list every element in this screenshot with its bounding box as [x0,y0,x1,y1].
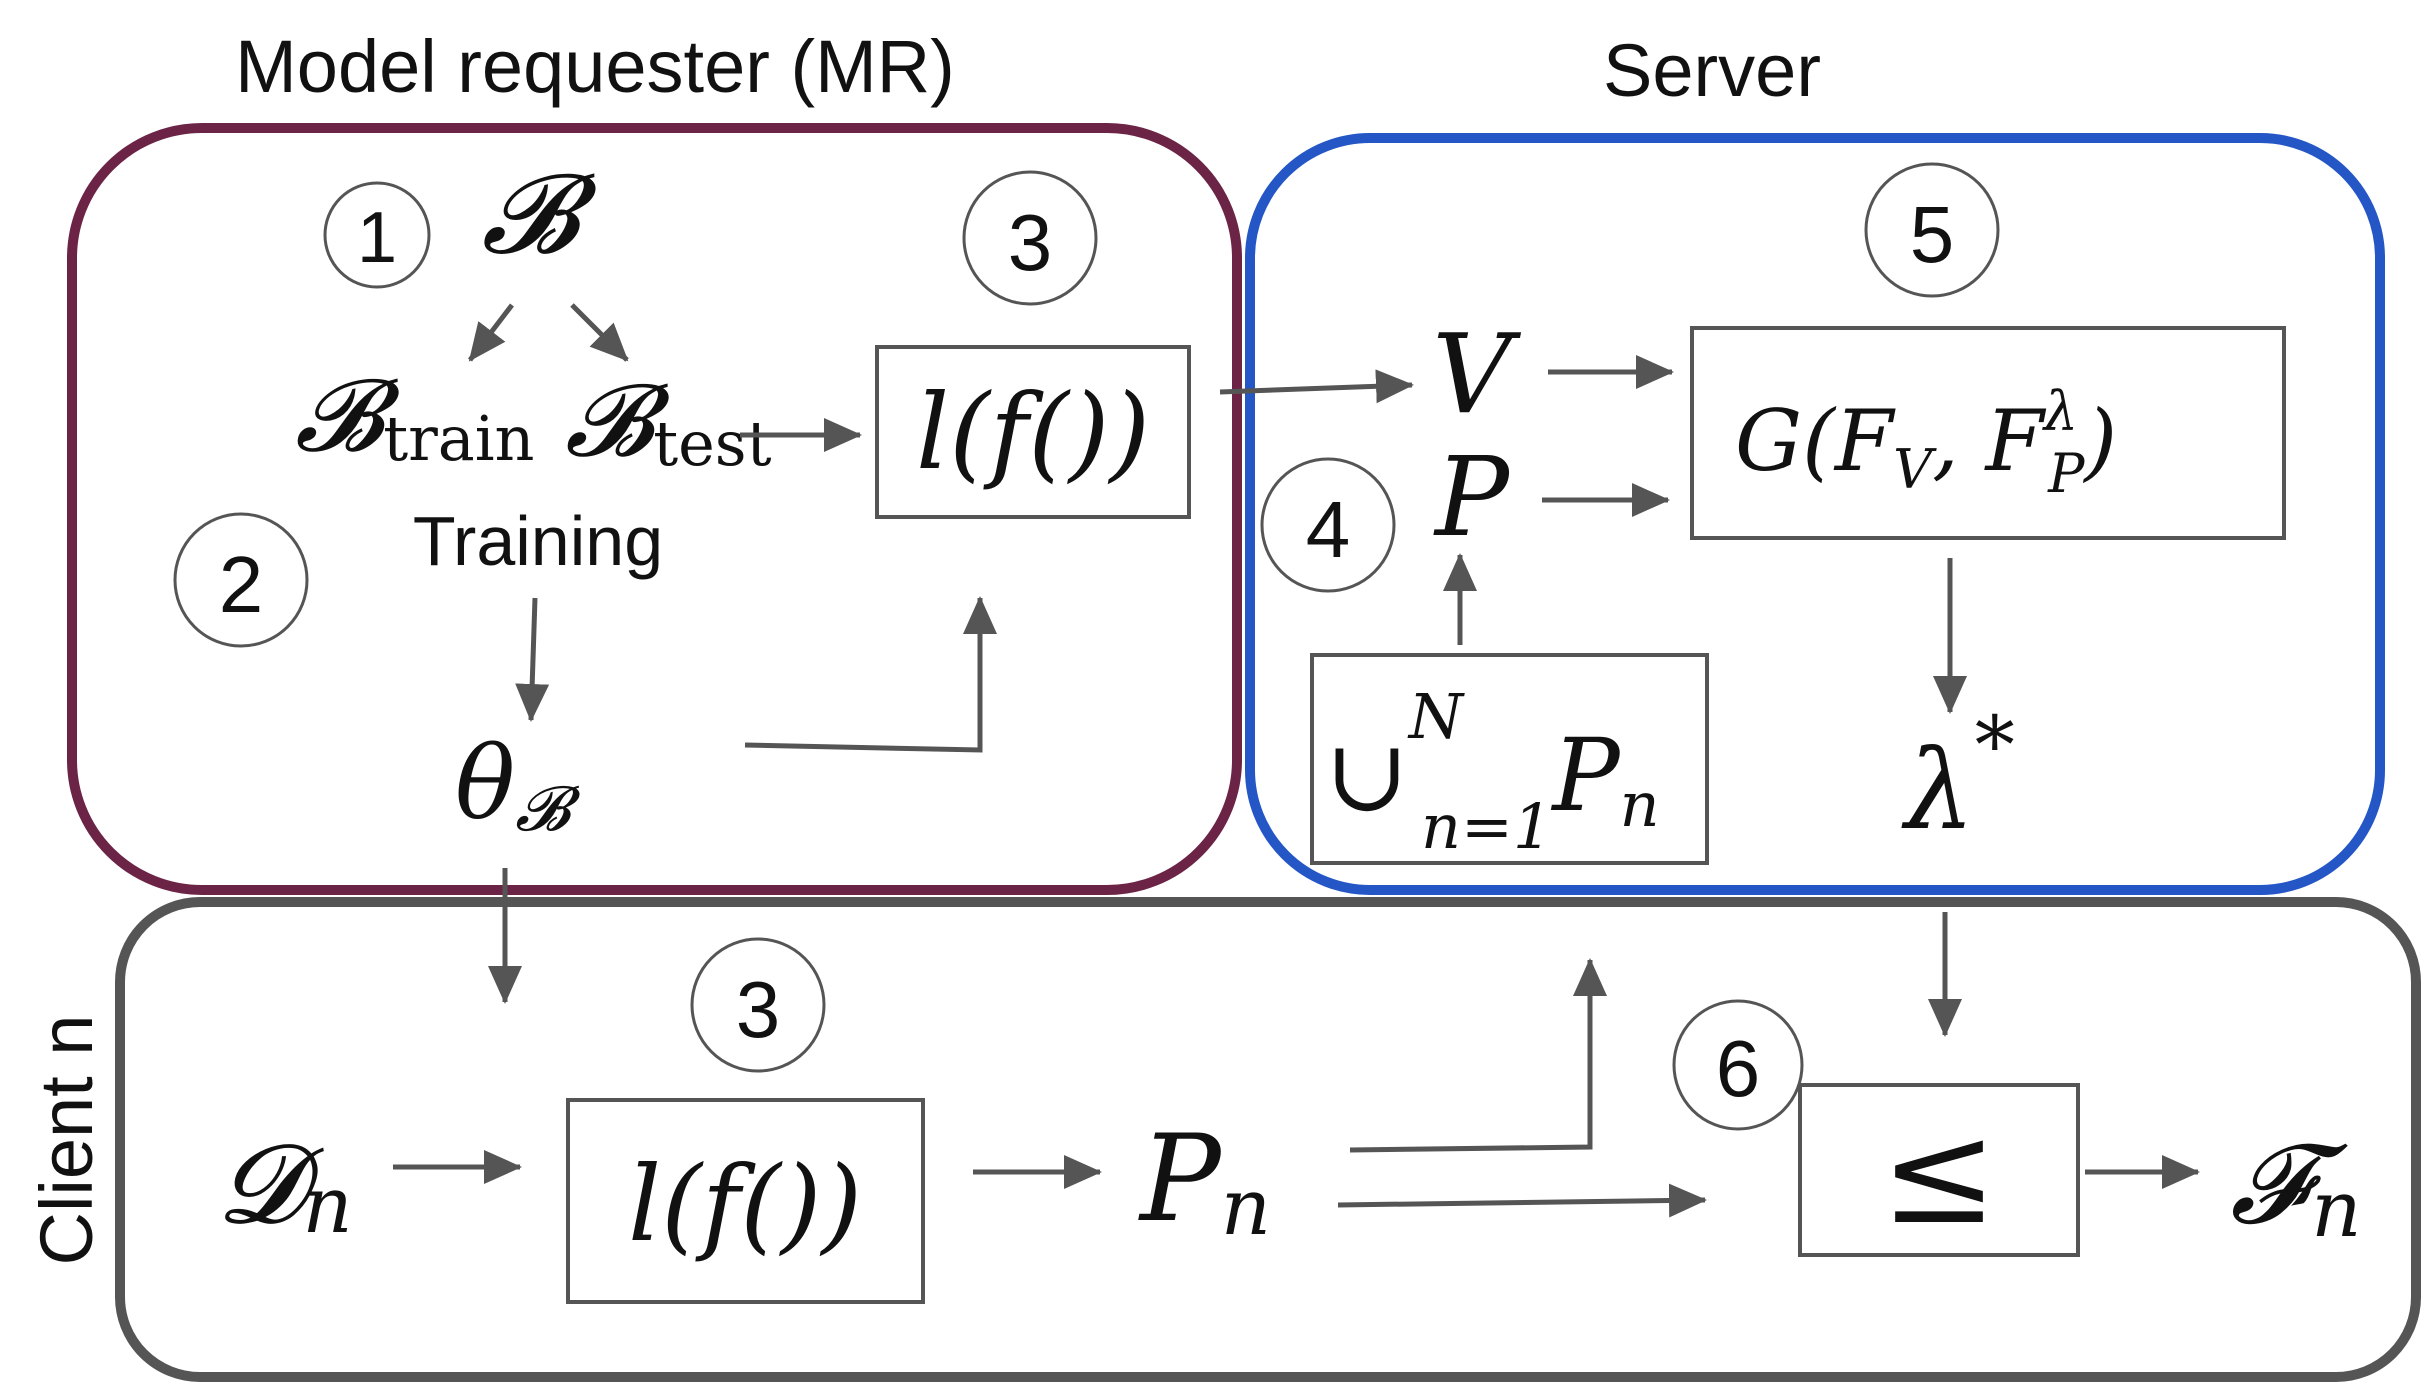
server-P: P [1433,433,1511,561]
arrow-Pn-to-server [1349,958,1607,1153]
arrow-loss-to-V [1219,369,1414,404]
svg-text:1: 1 [357,198,397,278]
svg-text:5: 5 [1910,190,1955,279]
arrow-Pn-to-leq [1337,1183,1707,1218]
step-4-badge: 4 [1260,457,1396,593]
comparison-leq: ≤ [1880,1093,1997,1256]
arrow-B-to-test [570,303,629,362]
svg-text:2: 2 [219,540,264,629]
loss-fn-client: l(f()) [628,1143,862,1265]
svg-text:3: 3 [736,965,781,1054]
model-requester-group [67,123,1242,895]
loss-fn-mr: l(f()) [916,371,1150,493]
step-6-badge: 6 [1672,999,1804,1131]
fairness-result-Fn: 𝓕n [2230,1120,2361,1255]
svg-text:3: 3 [1008,198,1053,287]
server-group [1245,133,2385,895]
model-requester-title: Model requester (MR) [235,25,955,108]
arrow-B-to-train [468,303,514,362]
server-title: Server [1603,29,1821,112]
arrow-theta-to-loss [744,596,997,753]
loss-box-mr [875,345,1191,519]
client-title: Client n [25,1015,108,1266]
arrows-client [393,868,2200,1218]
dataset-B-test: 𝓑test [565,362,772,480]
arrow-training-to-theta [515,597,550,722]
dataset-B: 𝓑 [481,150,597,278]
client-Pn: Pn [1138,1110,1271,1253]
training-label: Training [413,502,663,580]
step-2-badge: 2 [173,512,309,648]
lambda-star: λ* [1901,699,2015,854]
arrows-mr [468,303,1414,753]
loss-box-client [566,1098,925,1304]
arrows-server [1443,355,1967,1037]
step-3-badge-client: 3 [690,937,826,1073]
fairness-fn-box [1690,326,2286,540]
server-V: V [1432,310,1521,438]
comparison-box [1798,1083,2080,1257]
client-group [115,897,2421,1382]
step-5-badge: 5 [1864,162,2000,298]
step-3-badge-mr: 3 [962,170,1098,306]
step-1-badge: 1 [323,181,431,289]
svg-text:6: 6 [1716,1024,1761,1113]
dataset-B-train: 𝓑train [295,357,534,475]
svg-text:4: 4 [1306,485,1351,574]
client-data-Dn: 𝓓n [218,1120,353,1251]
theta-B: θ𝓑 [455,725,581,845]
union-box [1310,653,1709,865]
